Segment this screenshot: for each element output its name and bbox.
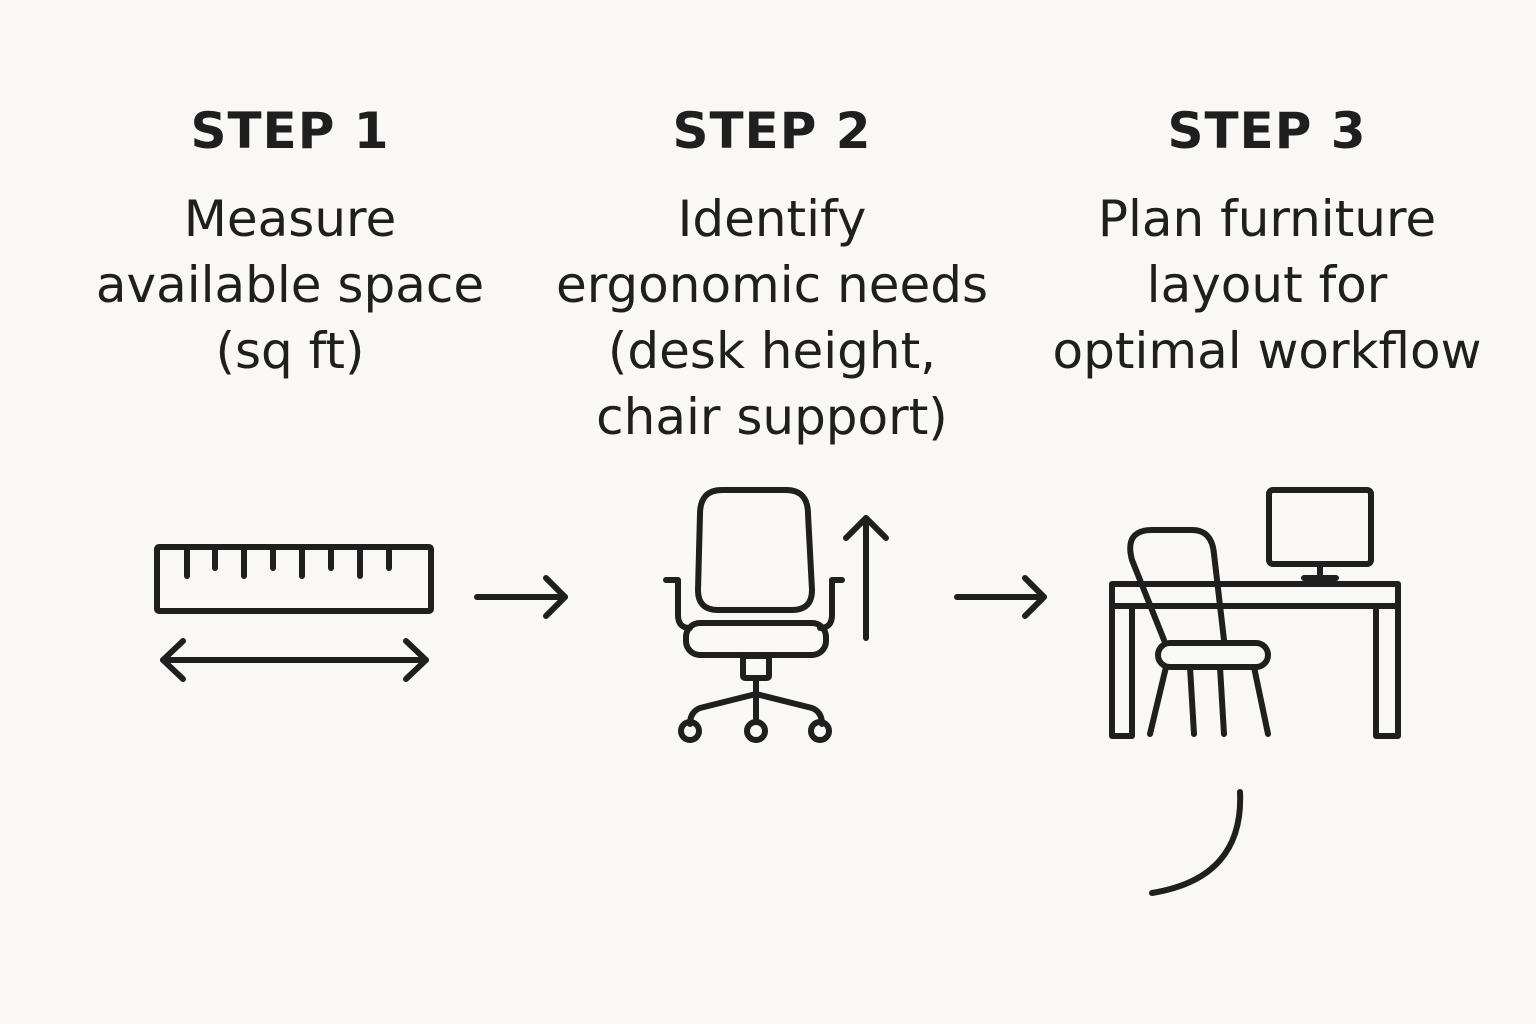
arrow-up-icon — [843, 515, 889, 641]
step-description-line: (desk height, — [607, 322, 937, 380]
chair-icon — [1127, 527, 1271, 737]
step-1: STEP 1 Measure available space (sq ft) — [60, 98, 520, 384]
step-title: STEP 1 — [190, 102, 390, 160]
desk-setup-icon — [1109, 487, 1401, 739]
arrow-right-icon — [954, 575, 1047, 619]
step-description: Plan furniture layout for optimal workfl… — [1030, 186, 1504, 384]
step-description-line: (sq ft) — [215, 322, 365, 380]
step-description: Measure available space (sq ft) — [60, 186, 520, 384]
step-title: STEP 3 — [1167, 102, 1367, 160]
step-description-line: Measure — [183, 190, 397, 248]
monitor-icon — [1266, 487, 1374, 581]
ruler-icon — [154, 544, 434, 682]
step-description: Identify ergonomic needs (desk height, c… — [538, 186, 1006, 450]
curve-stroke — [1149, 789, 1244, 896]
office-chair-icon — [663, 487, 889, 743]
step-description-line: optimal workflow — [1052, 322, 1482, 380]
step-description-line: available space — [95, 256, 485, 314]
step-description-line: ergonomic needs — [555, 256, 989, 314]
step-2: STEP 2 Identify ergonomic needs (desk he… — [538, 98, 1006, 450]
step-title: STEP 2 — [672, 102, 872, 160]
step-description-line: chair support) — [596, 388, 948, 446]
double-arrow-icon — [160, 638, 429, 682]
arrow-right-icon — [474, 575, 568, 619]
step-3: STEP 3 Plan furniture layout for optimal… — [1030, 98, 1504, 384]
step-description-line: Plan furniture — [1097, 190, 1437, 248]
step-description-line: layout for — [1146, 256, 1388, 314]
desk-icon — [1109, 581, 1401, 739]
step-description-line: Identify — [677, 190, 867, 248]
